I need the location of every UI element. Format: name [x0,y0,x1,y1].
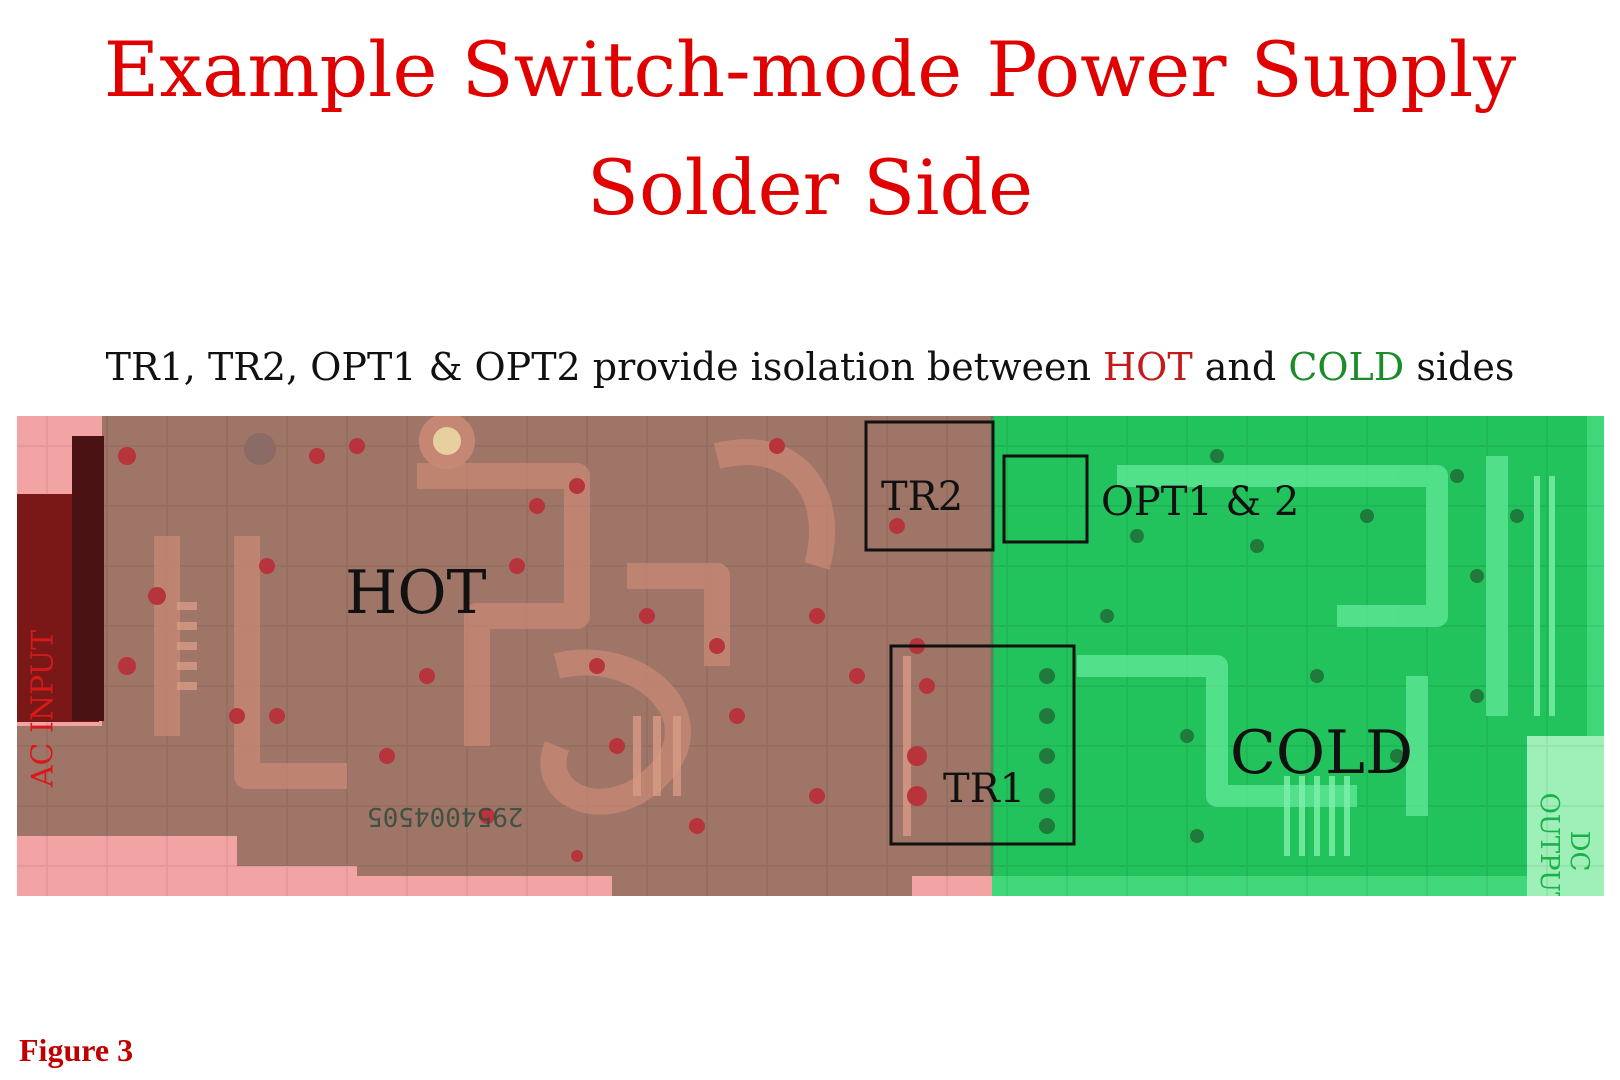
tr2-label: TR2 [881,474,964,520]
hot-side-traces [154,439,836,815]
pcb-illustration [17,416,1604,896]
caption-suffix: sides [1416,345,1515,389]
pcb-marking: 2954004505 [367,801,524,831]
caption-middle: and [1204,345,1277,389]
hot-solder-pads [118,438,935,862]
tr1-box [889,644,1076,846]
tr2-box [864,420,995,552]
isolation-caption: TR1, TR2, OPT1 & OPT2 provide isolation … [0,345,1620,389]
ac-input-label: AC INPUT [25,629,61,788]
caption-cold-word: COLD [1288,345,1405,389]
opt-box [1002,454,1089,544]
caption-hot-word: HOT [1103,345,1193,389]
pcb-photo: HOT COLD TR2 TR1 OPT1 & 2 AC INPUT DC OU… [17,416,1604,896]
cold-solder-pads [1039,449,1524,843]
caption-prefix: TR1, TR2, OPT1 & OPT2 provide isolation … [105,345,1091,389]
figure-caption: Figure 3 [19,1032,134,1068]
opt-label: OPT1 & 2 [1101,479,1300,525]
title-line-2: Solder Side [586,143,1034,232]
title-line-1: Example Switch-mode Power Supply [103,25,1517,114]
dc-output-label: DC OUTPUT [1534,792,1594,896]
tr1-label: TR1 [943,766,1026,812]
hot-region-label: HOT [345,558,487,628]
cold-region-label: COLD [1230,718,1414,788]
